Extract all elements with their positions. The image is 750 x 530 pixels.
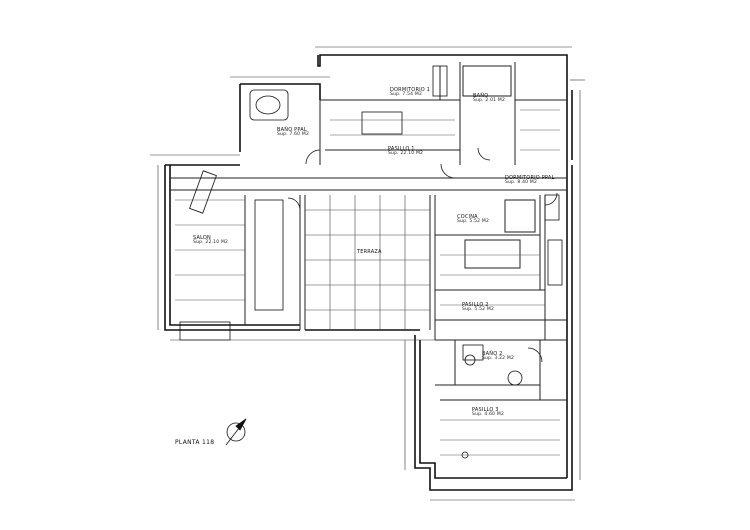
plan-title: PLANTA 118	[175, 439, 215, 446]
interior-walls	[170, 62, 567, 401]
north-arrow	[225, 418, 247, 446]
dimension-lines	[150, 46, 585, 501]
living-room-hatch	[175, 109, 560, 456]
room-label-terraza: TERRAZA	[357, 249, 382, 255]
fixtures	[179, 65, 563, 459]
exterior-walls	[164, 54, 573, 491]
terrace-paving-lines	[305, 195, 430, 330]
